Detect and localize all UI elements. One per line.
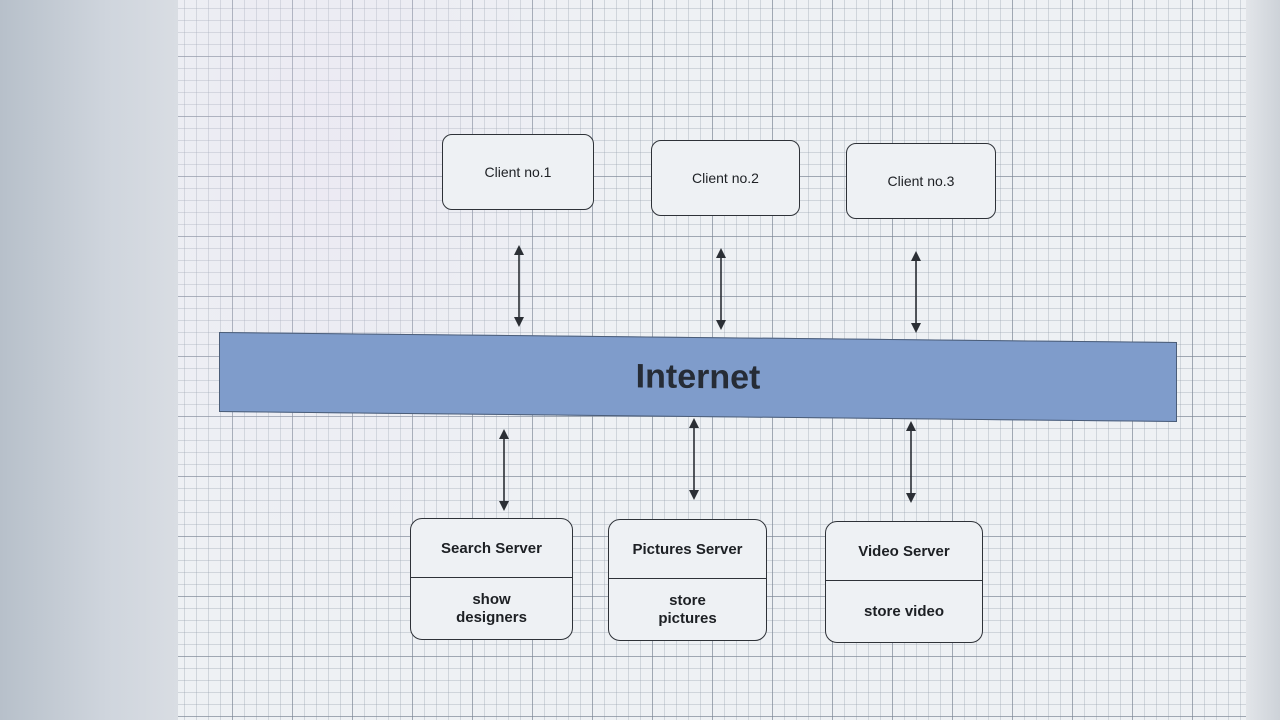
pictures-server-node[interactable]: Pictures Server store pictures xyxy=(608,519,767,641)
monitor-bezel-right xyxy=(1246,0,1280,720)
client-node-3[interactable]: Client no.3 xyxy=(846,143,996,219)
server-title: Video Server xyxy=(826,522,982,581)
client-node-label: Client no.1 xyxy=(484,164,552,180)
server-description: store video xyxy=(826,581,982,642)
internet-label: Internet xyxy=(635,356,761,397)
server-title: Pictures Server xyxy=(609,520,766,579)
search-server-node[interactable]: Search Server show designers xyxy=(410,518,573,640)
server-title: Search Server xyxy=(411,519,572,578)
internet-network-bar[interactable]: Internet xyxy=(219,332,1177,423)
server-description-text: show designers xyxy=(456,590,527,626)
server-description: show designers xyxy=(411,578,572,639)
server-description-text: store pictures xyxy=(658,591,717,627)
client-node-1[interactable]: Client no.1 xyxy=(442,134,594,210)
server-description: store pictures xyxy=(609,579,766,640)
video-server-node[interactable]: Video Server store video xyxy=(825,521,983,643)
server-description-text: store video xyxy=(863,602,945,620)
monitor-bezel-left xyxy=(0,0,178,720)
client-node-2[interactable]: Client no.2 xyxy=(651,140,800,216)
client-node-label: Client no.2 xyxy=(692,170,759,186)
client-node-label: Client no.3 xyxy=(887,173,955,189)
